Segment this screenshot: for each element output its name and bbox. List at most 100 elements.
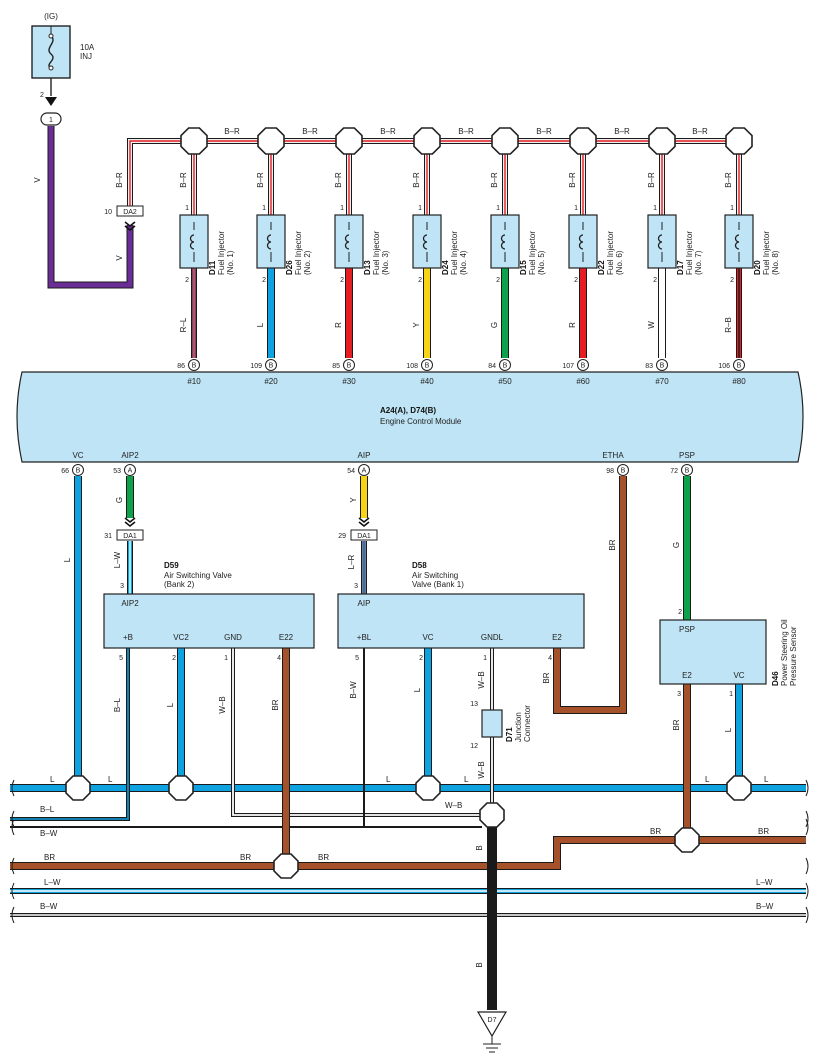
b-l-bus-break-left [11,810,15,828]
valve-bank2-aip2: AIP2 [121,599,139,608]
l-bus-label: L [386,775,391,784]
fuse-terminal [48,33,54,39]
b-r-code: B–R [380,127,396,136]
da1-left-connector-label: DA1 [123,533,137,540]
fuel-injector-1-ecm-pin-letter: B [192,363,197,370]
fuel-injector-8-number: (No. 8) [771,250,780,275]
b-w-wire-code: B–W [349,681,358,699]
ecm-bottom-pin-0 [72,464,84,476]
valve-bank2-code: D59 [164,561,179,570]
b-w-bus-label: B–W [756,902,774,911]
b-r-code: B–R [115,172,124,188]
b-w-bus-label: B–W [40,829,58,838]
junction-out-wire-code: W–B [477,761,486,778]
ground-wire-code: B [475,962,484,967]
l-bus-label: L [50,775,55,784]
da2-connector-label: DA2 [123,209,137,216]
valve-bank1-pin: 5 [355,655,359,662]
fuel-injector-2-ecm-pin-letter: B [269,363,274,370]
etha-wire [554,476,626,713]
power-steering-sensor [659,619,767,685]
fuel-injector-4-ecm-pin-number: 108 [406,363,418,370]
valve-bank1-terminal: GNDL [481,633,504,642]
fuel-injector-1-splice [180,127,208,155]
fuel-injector-1-signal-code: R–L [179,317,188,332]
valve-bank1-terminal: VC [422,633,433,642]
junction-name: Junction [514,712,523,742]
b-r-code: B–R [302,127,318,136]
l-bus-splice [65,775,91,801]
valve-bank2-pin: 1 [224,655,228,662]
da1-right-pin: 29 [338,533,346,540]
fuse-name: INJ [80,52,92,61]
fuel-injector-6-feed-code: B–R [568,172,577,188]
br-bus-break-left [11,857,15,875]
ecm-bottom-pin-number-1: 53 [113,468,121,475]
fuel-injector-5-pin2: 2 [496,277,500,284]
fuel-injector-6-ecm-pin [577,359,589,371]
l-bus-label: L [464,775,469,784]
da1-right-connector-label: DA1 [357,533,371,540]
coil-icon [422,234,428,250]
br-bus-label: BR [650,827,661,836]
l-bus-label: L [705,775,710,784]
fuel-injector-4-pin1: 1 [418,205,422,212]
ground-label: D7 [488,1017,497,1024]
da1-right-connector [350,529,378,541]
fuel-injector-7-ecm-pin [656,359,668,371]
fuel-injector-5-feed-code: B–R [490,172,499,188]
fuel-injector-4-splice [413,127,441,155]
e2-wire-code: BR [542,672,551,683]
ecm-bottom-pin-2-letter: A [362,468,367,475]
fuel-injector-2-ecm-terminal: #20 [264,377,278,386]
ig-junction-number: 1 [49,117,53,124]
da2-chevron [124,221,136,228]
w-b-wire-code: W–B [218,696,227,713]
ecm-bottom-pin-3 [617,464,629,476]
da2-pin: 10 [104,209,112,216]
b-w-bus-label: B–W [40,902,58,911]
br-bus-label: BR [758,827,769,836]
ps-sensor-in-pin: 2 [678,609,682,616]
ecm-bottom-pin-0-letter: B [76,468,81,475]
valve-bank1-sub: Valve (Bank 1) [412,580,464,589]
ecm-terminal-0: VC [72,451,83,460]
etha-wire-code: BR [608,539,617,550]
fuel-injector-7-code: D17 [676,260,685,275]
air-switching-valve-bank2 [103,593,315,649]
fuel-injector-8-signal-code: R–B [724,317,733,333]
da2-chevron-b [124,225,136,232]
fuel-injector-6-signal-code: R [568,322,577,328]
fuel-injector-3-name: Fuel Injector [372,231,381,275]
fuel-injector-2-name: Fuel Injector [294,231,303,275]
fuel-injector-7-ecm-pin-letter: B [660,363,665,370]
ground-wire-code: B [475,845,484,850]
ecm-terminal-2: AIP [358,451,371,460]
ecm-bottom-pin-number-3: 98 [606,468,614,475]
fuel-injector-1-ecm-pin-number: 86 [177,363,185,370]
fuel-injector-7-number: (No. 7) [694,250,703,275]
l-w-bus-break-left [11,882,15,900]
junction-pin-top: 13 [470,701,478,708]
l-bus-break-left [11,779,15,797]
valve-bank1-pin: 4 [548,655,552,662]
valve-bank2-terminal: GND [224,633,242,642]
ps-vc-wire-code: L [724,727,733,732]
fuel-injector-5-code: D15 [519,260,528,275]
fuse-rating: 10A [80,43,95,52]
ecm-terminal-3: ETHA [602,451,624,460]
fuel-injector-7-name: Fuel Injector [685,231,694,275]
vc-wire-code: L [63,557,72,562]
ps-sensor-e2: E2 [682,671,692,680]
fuel-injector-2-ecm-pin-number: 109 [250,363,262,370]
b-r-code: B–R [224,127,240,136]
da1-left-pin: 31 [104,533,112,540]
fuel-injector-5-pin1: 1 [496,205,500,212]
ecm-bottom-pin-number-0: 66 [61,468,69,475]
fuel-injector-1-ecm-pin [188,359,200,371]
valve-bank1-terminal: E2 [552,633,562,642]
ps-sensor-e2-pin: 3 [677,691,681,698]
ecm-title: A24(A), D74(B) [380,406,436,415]
